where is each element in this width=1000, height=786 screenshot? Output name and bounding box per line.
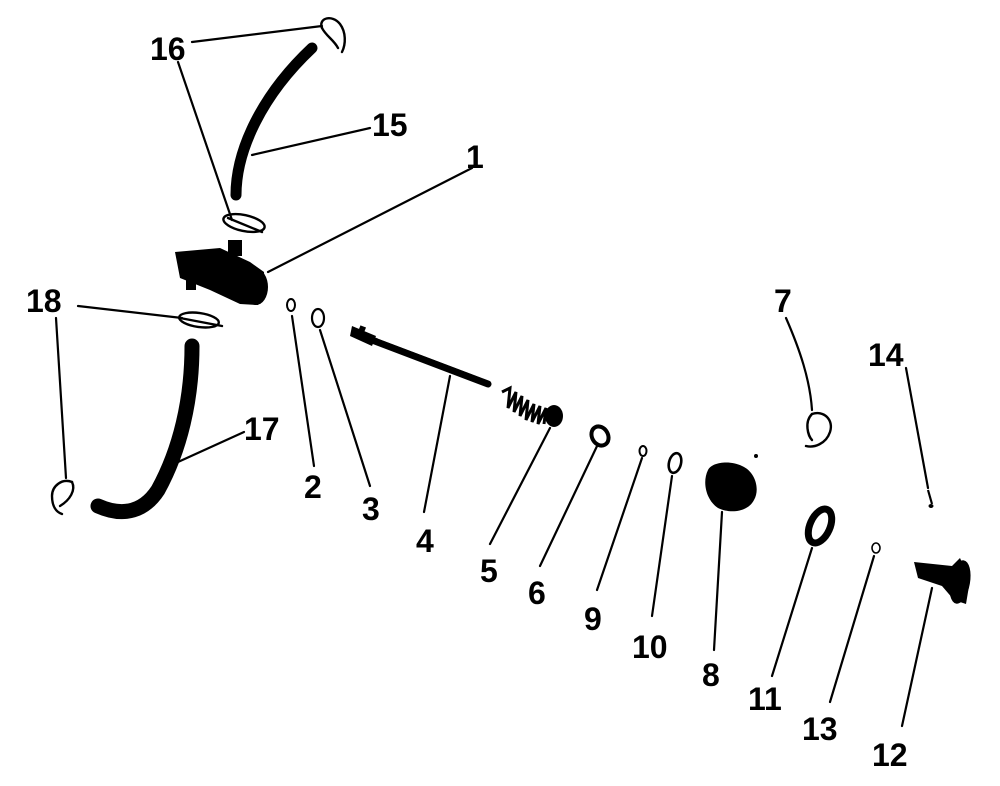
part-9-small-o-ring (638, 445, 648, 457)
part-3-o-ring (310, 307, 326, 329)
leader-8 (712, 510, 724, 652)
callout-18: 18 (26, 283, 62, 319)
callout-17: 17 (244, 411, 280, 447)
leader-18-upper (76, 304, 184, 320)
part-12-handle (914, 558, 971, 604)
leader-16-top (190, 24, 324, 44)
part-14-pin (926, 489, 934, 508)
callout-labels: 16 15 1 18 17 2 3 4 5 6 9 10 8 7 11 13 1… (26, 31, 908, 773)
leader-4 (422, 374, 452, 514)
callout-10: 10 (632, 629, 668, 665)
part-13-tiny-o-ring (871, 542, 881, 554)
callout-14: 14 (868, 337, 904, 373)
callout-8: 8 (702, 657, 720, 693)
part-16-clip-top (320, 17, 346, 54)
leader-lines (54, 24, 934, 728)
callout-7: 7 (774, 283, 792, 319)
leader-3 (318, 328, 372, 488)
leader-13 (828, 554, 876, 704)
part-5-spring (501, 385, 563, 427)
leader-2 (290, 314, 316, 468)
part-18-clip-lower (50, 479, 75, 516)
leader-6 (538, 442, 600, 568)
callout-3: 3 (362, 491, 380, 527)
callout-9: 9 (584, 601, 602, 637)
part-17-lower-hose (90, 338, 200, 520)
leader-16-lower (176, 60, 234, 222)
part-2-small-o-ring (286, 298, 296, 312)
part-1-valve-body (175, 240, 268, 305)
callout-11: 11 (748, 681, 782, 717)
callout-12: 12 (872, 737, 908, 773)
callout-5: 5 (480, 553, 498, 589)
leader-15 (250, 126, 372, 157)
part-15-upper-hose (230, 42, 318, 201)
leader-11 (770, 546, 814, 678)
part-11-large-o-ring (804, 505, 836, 547)
callout-2: 2 (304, 469, 322, 505)
callout-4: 4 (416, 523, 434, 559)
callout-15: 15 (372, 107, 408, 143)
callout-16: 16 (150, 31, 186, 67)
callout-13: 13 (802, 711, 838, 747)
leader-18-lower (54, 316, 68, 480)
leader-17 (176, 430, 246, 464)
part-4-shaft (350, 325, 492, 388)
leader-5 (488, 426, 552, 546)
part-16-clip-lower (222, 212, 266, 234)
part-8-knob (705, 454, 758, 512)
leader-1 (266, 166, 474, 274)
leader-12 (900, 586, 934, 728)
leader-9 (595, 456, 644, 592)
leader-14 (904, 366, 930, 490)
callout-6: 6 (528, 575, 546, 611)
part-18-clip-upper (177, 311, 224, 329)
part-10-o-ring (667, 451, 683, 475)
leader-7 (784, 316, 814, 412)
part-6-washer (589, 424, 611, 448)
callout-1: 1 (466, 139, 484, 175)
part-7-clip (804, 411, 833, 448)
leader-10 (650, 474, 674, 618)
